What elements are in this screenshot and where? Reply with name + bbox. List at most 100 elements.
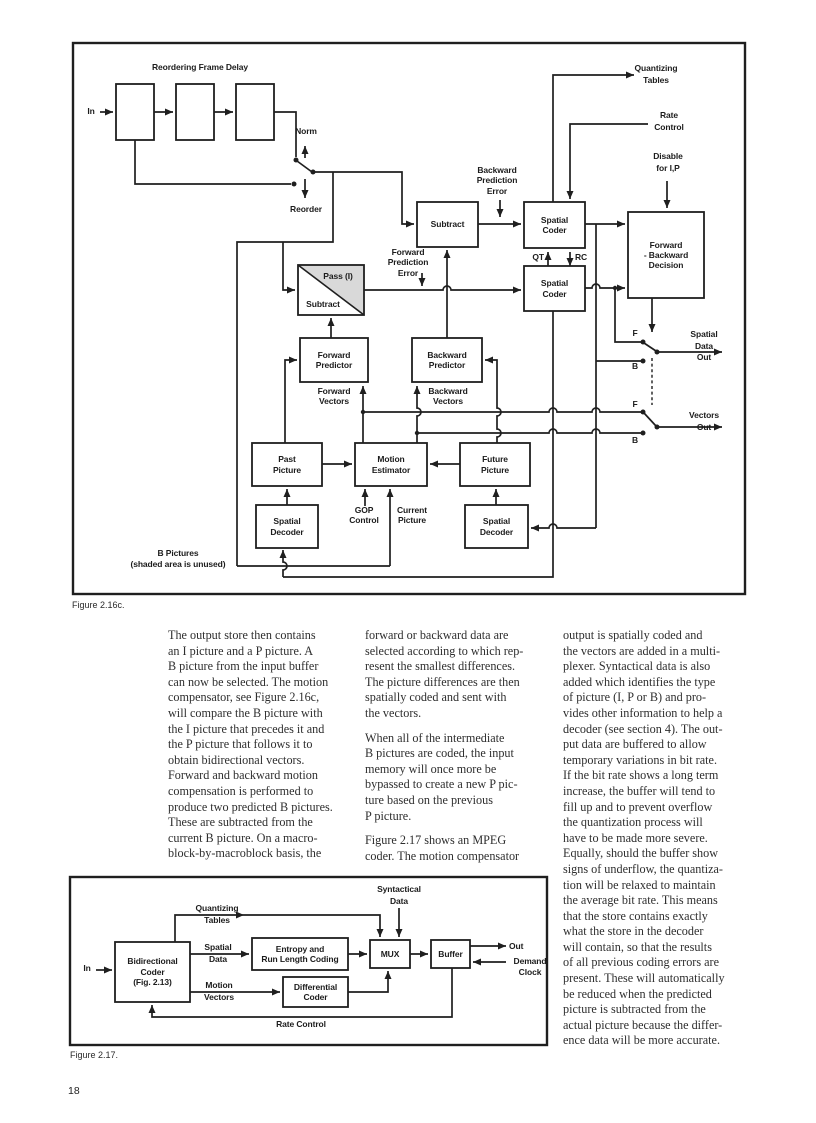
box-bidirectional-coder (114, 941, 191, 1003)
box-motion-estimator (354, 442, 428, 487)
bidirectional-coder-label: Bidirectional Coder (Fig. 2.13) (127, 955, 178, 988)
contact-f-vectors (640, 409, 646, 415)
backward-predictor-label: Backward Predictor (427, 349, 467, 370)
spatial-coder-top-label: Spatial Coder (540, 214, 569, 235)
mux-label: MUX (380, 948, 400, 959)
wire-pass-input (282, 242, 295, 294)
contact-common-vectors (654, 424, 660, 430)
wire-rate-control-fb (148, 968, 453, 1018)
wire-f-contact-feed (614, 288, 641, 343)
box-backward-predictor (411, 337, 483, 383)
in-217-label: In (83, 963, 91, 973)
fig216c-caption: Figure 2.16c. (72, 600, 125, 610)
motion-vectors-217-label: Motion Vectors (203, 980, 234, 1002)
fig216c-boxes (115, 83, 705, 549)
wire-reorder-feed (134, 140, 291, 185)
spatial-data-out-label: Spatial Data Out (690, 329, 718, 362)
spatial-decoder-right-label: Spatial Decoder (479, 516, 514, 537)
qt-label: QT (532, 252, 544, 262)
text-column-3: output is spatially coded and the vector… (563, 628, 759, 1058)
backward-vectors-label: Backward Vectors (428, 386, 468, 407)
wire-feedback-to-decl (279, 550, 288, 577)
quantizing-tables-217-label: Quantizing Tables (195, 903, 239, 925)
fig216c-dots (291, 157, 660, 436)
fig216c-wires (100, 71, 722, 578)
in-label: In (87, 106, 95, 116)
box-subtract-top (416, 201, 479, 248)
box-buffer (430, 939, 471, 969)
fig217-wires (96, 908, 506, 1018)
fig217-caption: Figure 2.17. (70, 1050, 119, 1060)
box-delay-3 (235, 83, 275, 141)
box-future-picture (459, 442, 531, 487)
wire-rate-control-in (566, 123, 648, 199)
b-spatial-label: B (631, 361, 639, 371)
contact-common-input (310, 169, 316, 175)
wire-bwd-vectors-up (413, 386, 422, 433)
box-spatial-coder-top (523, 201, 586, 249)
subtract-box-label: Subtract (430, 219, 465, 230)
spatial-coder-bottom-label: Spatial Coder (540, 278, 569, 299)
wire-spatial-switch-arm (643, 342, 657, 352)
pass-subtract-label: Subtract (306, 299, 340, 309)
forward-predictor-label: Forward Predictor (315, 349, 353, 370)
reorder-label: Reorder (290, 204, 322, 214)
box-forward-predictor (299, 337, 369, 383)
pass-i-label: Pass (I) (323, 271, 353, 281)
b-pictures-note: B Pictures (shaded area is unused) (130, 548, 226, 569)
contact-reorder (291, 181, 297, 187)
wire-bpicture-branch (236, 172, 334, 566)
wire-quantizing-tables-2 (244, 914, 384, 937)
wire-scbottom-feedback (283, 311, 554, 578)
vectors-out-label: Vectors Out (688, 410, 719, 432)
contact-norm (293, 157, 299, 163)
current-picture-label: Current Picture (397, 505, 427, 526)
box-spatial-decoder-right (464, 504, 529, 549)
disable-for-ip-label: Disable for I,P (653, 151, 683, 173)
wire-delay3-norm (274, 111, 297, 157)
f-vectors-label: F (632, 399, 638, 409)
past-picture-label: Past Picture (272, 454, 302, 475)
wire-quantizing-tables-1 (174, 911, 244, 942)
box-entropy-rlc (251, 937, 349, 971)
forward-vectors-label: Forward Vectors (317, 386, 351, 407)
junction-scbottom-out (612, 285, 618, 291)
rate-control-217-label: Rate Control (276, 1019, 326, 1029)
future-picture-label: Future Picture (480, 454, 510, 475)
quantizing-tables-label: Quantizing Tables (634, 63, 678, 85)
fig217-frame (68, 875, 549, 1047)
wire-bus-backward-vectors (417, 428, 641, 434)
paragraph: The output store then contains an I pict… (168, 628, 333, 861)
box-spatial-decoder-left (255, 504, 319, 549)
junction-fwd-vectors (360, 409, 366, 415)
page-number: 18 (68, 1085, 80, 1097)
box-differential-coder (282, 976, 349, 1008)
entropy-rlc-label: Entropy and Run Length Coding (261, 943, 339, 964)
paragraph: output is spatially coded and the vector… (563, 628, 725, 1048)
wire-bus-forward-vectors (363, 407, 641, 413)
spatial-data-217-label: Spatial Data (204, 942, 232, 964)
demand-clock-label: Demand Clock (513, 956, 547, 977)
rc-label: RC (575, 252, 588, 262)
pass-diagonal (297, 264, 365, 316)
fig216c-diagram (71, 41, 747, 596)
gop-control-label: GOP Control (349, 505, 379, 526)
wire-future-to-bwdpred (485, 356, 502, 443)
contact-common-spatial (654, 349, 660, 355)
rate-control-label: Rate Control (654, 110, 684, 132)
box-delay-1 (115, 83, 155, 141)
wire-past-to-fwdpred (284, 356, 297, 443)
norm-label: Norm (295, 126, 317, 136)
reordering-frame-delay-label: Reordering Frame Delay (151, 62, 249, 72)
fig216c-frame (71, 41, 747, 596)
box-fwd-bwd-decision (627, 211, 705, 299)
text-column-2: forward or backward data are selected ac… (365, 628, 567, 873)
box-spatial-coder-bottom (523, 265, 586, 312)
backward-prediction-error-label: Backward Prediction Error (476, 165, 518, 196)
text-column-1: The output store then contains an I pict… (168, 628, 370, 871)
wire-vectors-switch-arm (643, 412, 657, 427)
wire-quantizing-tables-out (552, 71, 634, 202)
box-mux (369, 939, 411, 969)
